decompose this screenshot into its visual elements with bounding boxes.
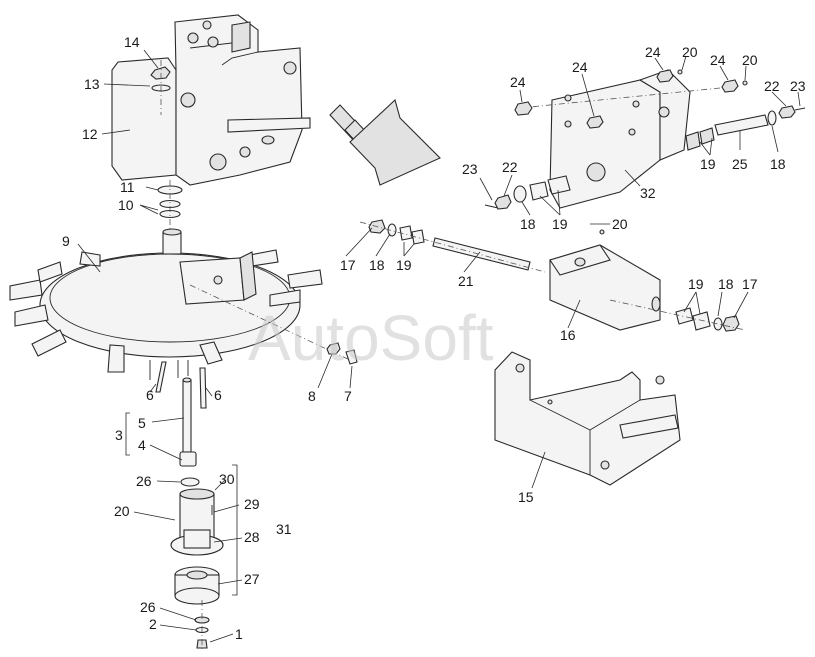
label-6a: 6 [146, 387, 154, 403]
label-9: 9 [62, 233, 70, 249]
bracket-32 [519, 69, 741, 209]
label-24a: 24 [510, 74, 526, 90]
label-28: 28 [244, 529, 260, 545]
label-25: 25 [732, 156, 748, 172]
label-11: 11 [120, 179, 135, 195]
label-19a: 19 [396, 257, 412, 273]
label-23b: 23 [790, 78, 806, 94]
label-7: 7 [344, 388, 352, 404]
label-5: 5 [138, 415, 146, 431]
fasteners-top-right [514, 69, 806, 151]
shaft-21 [359, 219, 546, 273]
label-18a: 18 [369, 257, 385, 273]
label-20d: 20 [742, 52, 758, 68]
label-16: 16 [560, 327, 576, 343]
label-8: 8 [308, 388, 316, 404]
label-1: 1 [235, 626, 243, 642]
label-22b: 22 [764, 78, 780, 94]
fasteners-7-8 [326, 342, 358, 365]
label-6b: 6 [214, 387, 222, 403]
label-24b: 24 [572, 59, 588, 75]
label-22a: 22 [502, 159, 518, 175]
label-19b: 19 [552, 216, 568, 232]
label-18b: 18 [520, 216, 536, 232]
housing-16 [549, 229, 746, 332]
bracket-12 [111, 14, 311, 186]
label-19c: 19 [700, 156, 716, 172]
label-15: 15 [518, 489, 534, 505]
label-2: 2 [149, 616, 157, 632]
housing-31 [170, 488, 224, 652]
pins-6 [155, 361, 207, 409]
label-24c: 24 [645, 44, 661, 60]
label-10: 10 [118, 197, 134, 213]
label-4: 4 [138, 437, 146, 453]
watermark-text: AutoSoft [248, 302, 494, 374]
rotor-9 [9, 228, 323, 380]
label-19d: 19 [688, 276, 704, 292]
part-labels: 14 13 12 11 10 9 6 6 5 3 4 26 20 30 29 2… [62, 34, 806, 642]
axis-line [189, 284, 351, 361]
label-17b: 17 [742, 276, 758, 292]
label-18d: 18 [718, 276, 734, 292]
label-24d: 24 [710, 52, 726, 68]
label-26a: 26 [136, 473, 152, 489]
label-3: 3 [115, 427, 123, 443]
label-12: 12 [82, 126, 98, 142]
label-32: 32 [640, 185, 656, 201]
label-21: 21 [458, 273, 474, 289]
label-13: 13 [84, 76, 100, 92]
fasteners-13-14 [150, 60, 171, 115]
label-27: 27 [244, 571, 260, 587]
label-23a: 23 [462, 161, 478, 177]
label-17a: 17 [340, 257, 356, 273]
label-30: 30 [219, 471, 235, 487]
label-18c: 18 [770, 156, 786, 172]
label-31: 31 [276, 521, 292, 537]
label-29: 29 [244, 496, 260, 512]
leader-lines [77, 49, 801, 643]
label-20b: 20 [612, 216, 628, 232]
shaft-assembly-3 [179, 377, 200, 487]
washers-10-11 [157, 180, 183, 232]
label-20c: 20 [682, 44, 698, 60]
label-26b: 26 [140, 599, 156, 615]
frame-15 [494, 351, 681, 486]
label-20a: 20 [114, 503, 130, 519]
direction-arrow [329, 98, 441, 186]
fasteners-mid-right [484, 175, 571, 210]
label-14: 14 [124, 34, 140, 50]
